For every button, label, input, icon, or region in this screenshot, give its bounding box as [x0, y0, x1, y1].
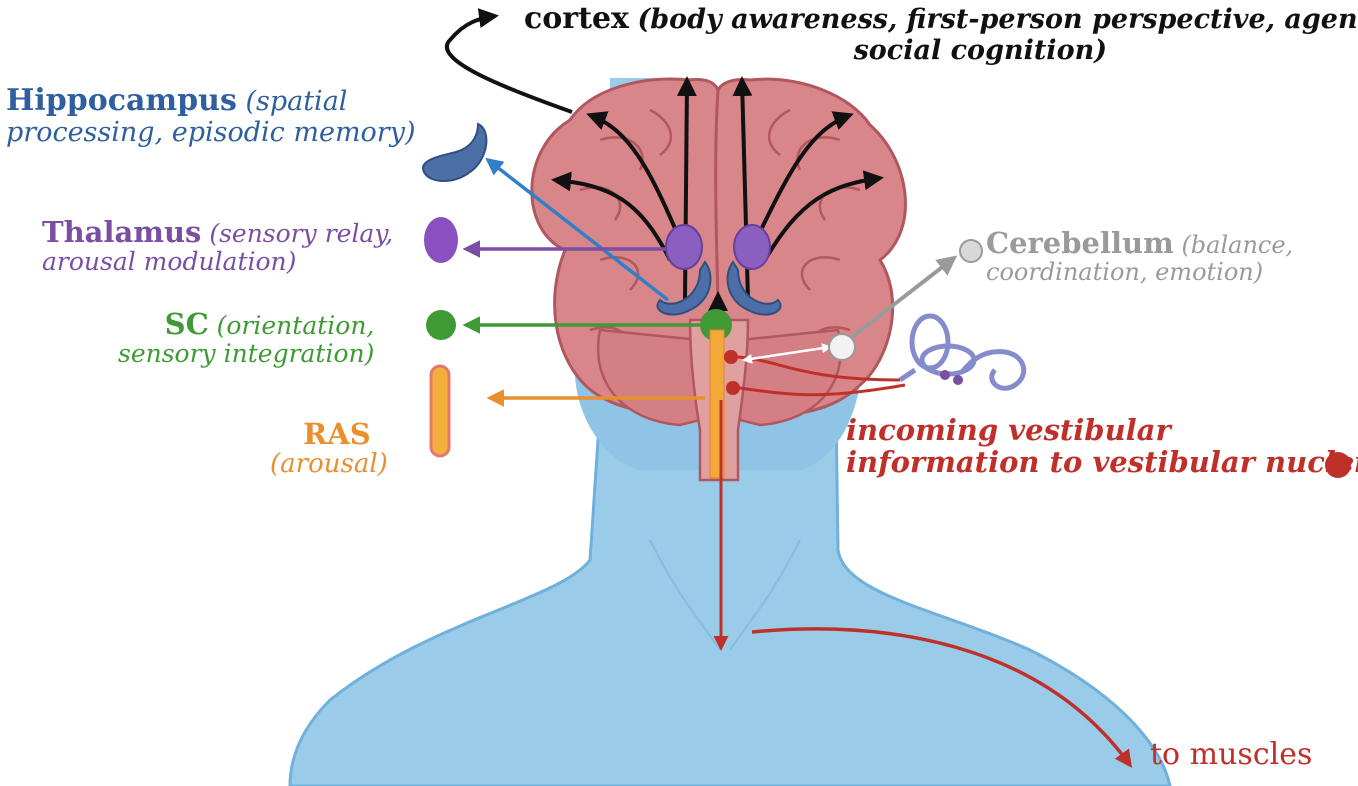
muscle-output-arrow [751, 627, 1133, 768]
sc-description-line2: sensory integration) [118, 339, 375, 369]
vestibular-nucleus-dot [726, 381, 740, 395]
thalamus-label: Thalamus (sensory relay, arousal modulat… [42, 216, 393, 276]
hippocampus-description-line2: processing, episodic memory) [6, 116, 416, 148]
cortex-description-line1: (body awareness, first-person perspectiv… [637, 4, 1358, 35]
thalamus-structure [665, 224, 703, 270]
sc-dot-icon [426, 310, 456, 340]
thalamus-description-line1: (sensory relay, [209, 219, 394, 248]
vestibular-nucleus-dot [724, 350, 738, 364]
thalamus-name: Thalamus [42, 215, 202, 249]
vestibulo-cerebellar-arrow [742, 343, 832, 364]
brain-midline [714, 89, 720, 301]
cortex-label: cortex (body awareness, first-person per… [524, 2, 1358, 66]
cerebellum-structure-dot [828, 333, 856, 361]
neck-muscle-line [729, 539, 801, 651]
hippocampus-description-line1: (spatial [245, 86, 348, 117]
cortex-description-line2: social cognition) [853, 34, 1107, 66]
thalamus-structure [733, 224, 771, 270]
hippocampus-structure [656, 260, 712, 316]
thalamus-oval-icon [424, 217, 458, 263]
cerebellum-description-line2: coordination, emotion) [986, 258, 1264, 287]
ras-label: RAS (arousal) [270, 418, 388, 480]
cerebellum-label: Cerebellum (balance, coordination, emoti… [986, 227, 1293, 286]
cortex-name: cortex [524, 1, 629, 36]
hippocampus-structure [726, 260, 782, 316]
thalamus-description-line2: arousal modulation) [42, 247, 297, 277]
cerebellum-name: Cerebellum [986, 226, 1174, 260]
vestibular-label: incoming vestibular information to vesti… [846, 414, 1358, 479]
sc-name: SC [164, 307, 209, 341]
cerebellum-dot-icon [959, 239, 983, 263]
hippocampus-label: Hippocampus (spatial processing, episodi… [6, 84, 416, 148]
cortex-curved-arrow [445, 8, 573, 114]
vestibular-dot-icon [1325, 452, 1351, 478]
ras-bar-icon [429, 364, 451, 458]
cerebellum-arrow [850, 255, 958, 339]
vestibular-label-line2: information to vestibular nuclei [846, 445, 1358, 480]
muscles-label-text: to muscles [1150, 737, 1313, 772]
sc-description-line1: (orientation, [216, 311, 375, 340]
cerebellum-description-line1: (balance, [1181, 231, 1294, 259]
vestibular-label-line1: incoming vestibular [846, 413, 1171, 447]
hippocampus-name: Hippocampus [6, 83, 237, 118]
muscles-label: to muscles [1150, 738, 1312, 772]
hippocampus-shape-icon [422, 122, 488, 182]
hippocampus-arrow [485, 157, 670, 302]
sc-label: SC (orientation, sensory integration) [118, 308, 374, 368]
neck-muscle-line [649, 539, 721, 651]
ras-description: (arousal) [270, 449, 388, 480]
ras-name: RAS [303, 417, 371, 451]
